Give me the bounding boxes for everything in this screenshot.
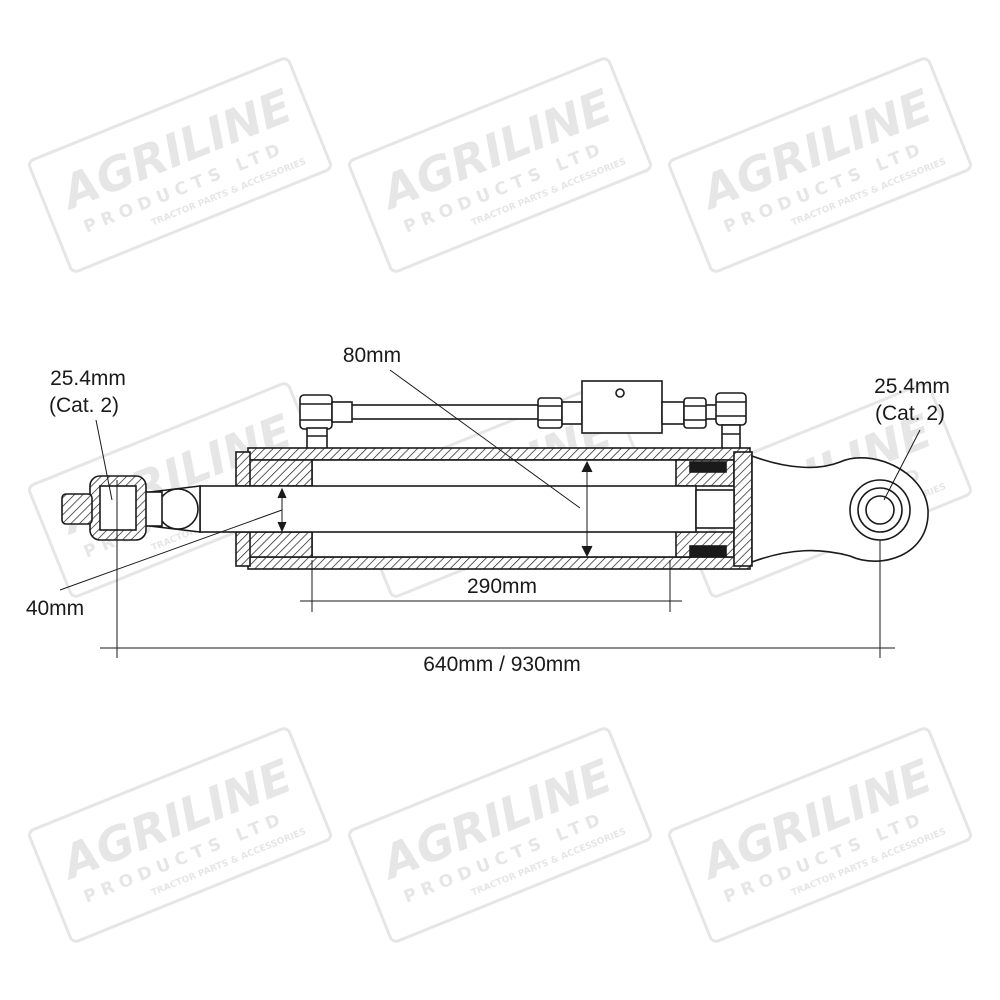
dimension-labels: 25.4mm (Cat. 2) 25.4mm (Cat. 2) 80mm 40m… <box>26 344 950 676</box>
right-eye-end <box>751 454 929 564</box>
left-pin-category-label: (Cat. 2) <box>49 394 119 417</box>
bore-diameter-label: 80mm <box>343 344 401 367</box>
left-ball-end <box>61 475 201 541</box>
dimension-lines <box>59 369 921 658</box>
rod-diameter-label: 40mm <box>26 597 84 620</box>
cylinder-barrel <box>199 447 753 570</box>
overall-length-label: 640mm / 930mm <box>423 653 581 676</box>
left-pin-size-label: 25.4mm <box>50 367 126 390</box>
right-pin-category-label: (Cat. 2) <box>875 402 945 425</box>
right-pin-size-label: 25.4mm <box>874 375 950 398</box>
hydraulic-hose-assembly <box>299 380 747 451</box>
stroke-length-label: 290mm <box>467 575 537 598</box>
